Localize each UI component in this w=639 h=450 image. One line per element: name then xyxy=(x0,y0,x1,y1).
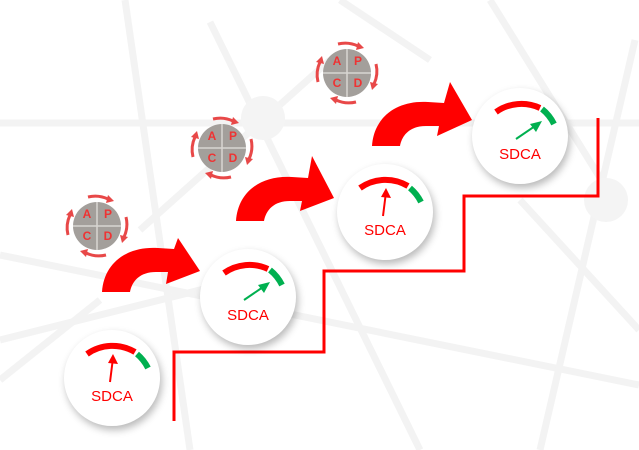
sdca-step-circle: SDCA xyxy=(472,88,568,184)
pdca-letter-c: C xyxy=(207,151,217,165)
pdca-letter-c: C xyxy=(332,76,342,90)
sdca-label: SDCA xyxy=(499,146,541,163)
curved-arrow-icon xyxy=(102,238,200,292)
gauge-icon xyxy=(85,342,151,383)
sdca-step-circle: SDCA xyxy=(200,249,296,345)
gauge-icon xyxy=(358,176,424,217)
sdca-label: SDCA xyxy=(227,307,269,324)
pdca-cycle-icon: A P C D xyxy=(312,38,382,108)
pdca-letter-a: A xyxy=(207,129,217,143)
pdca-letter-p: P xyxy=(103,207,112,221)
pdca-letter-c: C xyxy=(82,229,92,243)
pdca-letter-a: A xyxy=(82,207,92,221)
pdca-letter-a: A xyxy=(332,54,342,68)
pdca-letter-p: P xyxy=(353,54,362,68)
curved-arrow-icon xyxy=(372,82,472,146)
gauge-icon xyxy=(494,100,557,140)
pdca-cycle-icon: A P C D xyxy=(62,191,132,261)
sdca-step-circle: SDCA xyxy=(337,164,433,260)
sdca-label: SDCA xyxy=(364,222,406,239)
curved-arrow-icon xyxy=(236,156,334,221)
pdca-letter-d: D xyxy=(353,76,363,90)
sdca-label: SDCA xyxy=(91,388,133,405)
sdca-step-circle: SDCA xyxy=(64,330,160,426)
pdca-letter-d: D xyxy=(103,229,113,243)
pdca-letter-p: P xyxy=(228,129,237,143)
red-staircase-line xyxy=(172,118,600,421)
gauge-icon xyxy=(222,261,285,301)
pdca-letter-d: D xyxy=(228,151,238,165)
pdca-cycle-icon: A P C D xyxy=(187,113,257,183)
